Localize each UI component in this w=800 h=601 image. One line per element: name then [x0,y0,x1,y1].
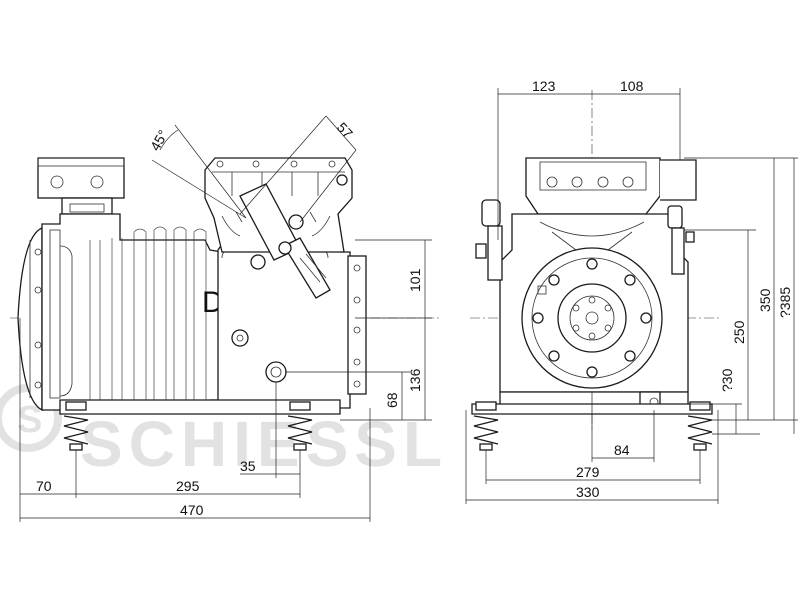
flange-bolts [532,258,652,378]
terminal-box [37,157,125,199]
dim-101: 101 [407,268,423,292]
dim-123: 123 [532,78,556,94]
dim-diag-57: 57 [334,119,356,141]
dim-295: 295 [176,478,200,494]
sight-glass [231,329,249,347]
motor-housing [41,213,223,411]
dim-279: 279 [576,464,600,480]
front-spring-right [687,401,713,451]
dim-330: 330 [576,484,600,500]
front-view: 123 108 250 350 ?385 ?30 [465,78,798,504]
base-plate [59,399,341,415]
dim-470: 470 [180,502,204,518]
dim-30: ?30 [719,368,735,392]
dim-84: 84 [614,442,630,458]
crankcase [209,239,351,409]
dim-250: 250 [731,320,747,344]
cylinder-head [204,157,353,253]
dim-385: ?385 [777,287,793,318]
dim-70: 70 [36,478,52,494]
watermark-text: SCHIESSL [80,408,448,480]
dim-angle: 45° [147,127,171,153]
front-left-valve [475,199,503,281]
dim-136: 136 [407,368,423,392]
dim-350: 350 [757,288,773,312]
front-cylinder-head [525,157,661,215]
dim-108: 108 [620,78,644,94]
bearing-cover [347,255,367,395]
front-spring-left [473,401,499,451]
front-right-valve [667,205,695,275]
dim-35: 35 [240,458,256,474]
oil-port [265,361,287,383]
cooling-fins [89,226,207,402]
service-valve [239,174,348,299]
side-view: D [10,115,440,522]
bearing-flange-inner [557,283,627,353]
dim-68: 68 [384,392,400,408]
